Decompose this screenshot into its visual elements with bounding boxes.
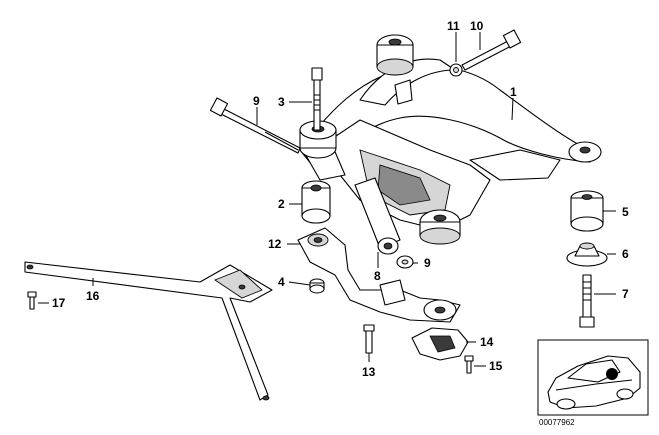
washer-9-lower[interactable] — [396, 255, 414, 269]
callout-5: 5 — [622, 205, 629, 219]
bolt-9-long[interactable] — [209, 97, 301, 154]
callout-9-lower: 9 — [424, 256, 431, 270]
axle-carrier[interactable] — [299, 34, 602, 245]
washer-11[interactable] — [449, 63, 463, 77]
callout-12: 12 — [268, 237, 282, 251]
bolt-10[interactable] — [461, 29, 522, 71]
stop-plate-6[interactable] — [566, 242, 608, 267]
bolt-13[interactable] — [363, 324, 375, 354]
callout-6: 6 — [622, 247, 629, 261]
callout-10: 10 — [470, 19, 484, 33]
callout-17: 17 — [52, 296, 66, 310]
callout-7: 7 — [622, 287, 629, 301]
car-locator-inset: 00077962 — [537, 339, 649, 427]
rubber-mount-5[interactable] — [570, 190, 604, 232]
callout-4: 4 — [278, 275, 285, 289]
location-marker-icon — [606, 368, 618, 380]
screw-15[interactable] — [464, 355, 474, 374]
leader-lines — [38, 32, 616, 367]
bracket-14[interactable] — [411, 327, 469, 361]
callout-14: 14 — [480, 335, 494, 349]
strut-brace-16[interactable] — [24, 261, 273, 401]
screw-17[interactable] — [27, 291, 37, 310]
nut-4[interactable] — [309, 278, 325, 294]
bolt-3[interactable] — [311, 67, 323, 131]
callout-8: 8 — [374, 269, 381, 283]
callout-3: 3 — [278, 95, 285, 109]
callout-2: 2 — [278, 197, 285, 211]
callout-11: 11 — [447, 19, 460, 33]
rubber-mount-2[interactable] — [301, 180, 331, 224]
callout-16: 16 — [86, 289, 100, 303]
callout-1: 1 — [510, 85, 517, 99]
callout-15: 15 — [489, 359, 503, 373]
callout-13: 13 — [362, 365, 376, 379]
bolt-7[interactable] — [579, 274, 595, 328]
callout-9-upper: 9 — [253, 94, 260, 108]
rubber-mount-8[interactable] — [354, 177, 401, 255]
bracket-12[interactable] — [297, 227, 461, 323]
callout-labels: 1 2 3 4 5 6 7 8 9 9 10 11 12 13 14 15 16… — [52, 19, 629, 379]
reference-number: 00077962 — [539, 418, 575, 427]
car-silhouette-icon — [547, 355, 641, 410]
